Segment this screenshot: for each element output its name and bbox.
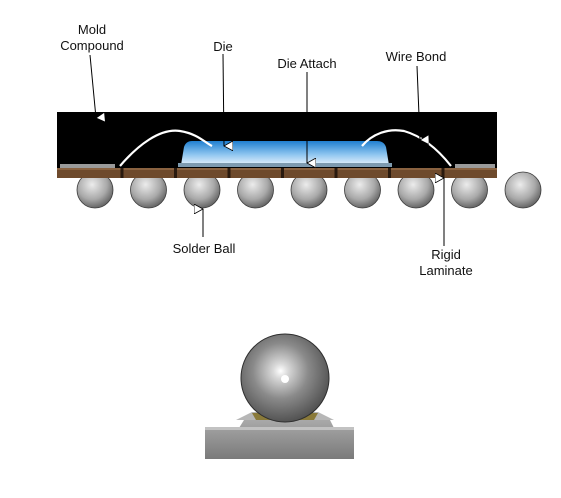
laminate-via — [174, 168, 177, 178]
die-attach-layer — [178, 163, 392, 167]
substrate-top-face — [205, 427, 354, 430]
laminate-via — [388, 168, 391, 178]
mold-compound-label-line2: Compound — [60, 38, 124, 53]
die-attach-label: Die Attach — [277, 56, 337, 71]
solder-ball-label: Solder Ball — [172, 241, 236, 256]
laminate-via — [227, 168, 231, 178]
solder-balls-group — [76, 171, 542, 209]
rigid-laminate-edge — [57, 168, 497, 170]
solder-ball-detail — [205, 333, 354, 459]
laminate-via — [441, 168, 445, 178]
wire-bond-left — [119, 129, 213, 167]
wire-bond-leader — [416, 65, 420, 140]
laminate-via — [334, 168, 338, 178]
solder-ball — [504, 171, 542, 209]
laminate-via — [120, 168, 124, 178]
rigid-laminate-label: Rigid Laminate — [406, 247, 486, 279]
mold-compound-label-line1: Mold — [77, 22, 107, 37]
wire-bond-right — [361, 129, 452, 167]
solder-ball-highlight — [281, 375, 289, 383]
rigid-laminate-label-line2: Laminate — [419, 263, 473, 278]
wire-bond-label: Wire Bond — [385, 49, 447, 64]
mold-compound-label: Mold Compound — [52, 22, 132, 54]
die-leader — [222, 53, 224, 146]
rigid-laminate — [57, 168, 497, 178]
bond-pad-left — [60, 164, 115, 168]
die-label: Die — [213, 39, 233, 54]
rigid-laminate-label-line1: Rigid — [431, 247, 461, 262]
substrate-block — [205, 420, 354, 459]
bond-pad-right — [455, 164, 495, 168]
die — [181, 141, 389, 165]
mold-compound-leader — [89, 54, 96, 118]
laminate-via — [281, 168, 284, 178]
